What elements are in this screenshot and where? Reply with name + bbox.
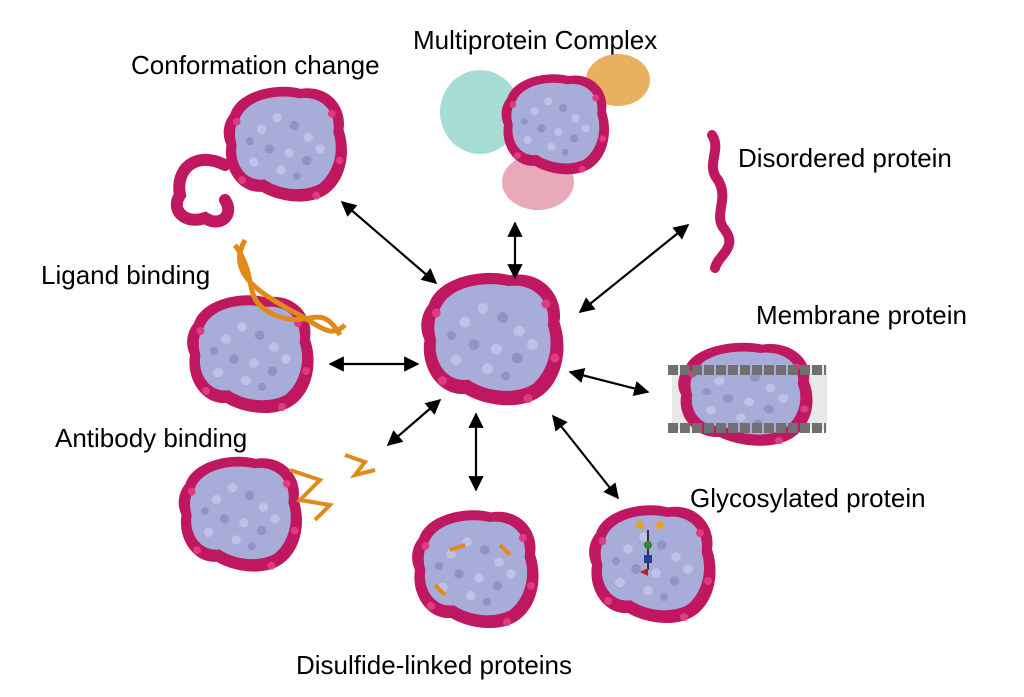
center-protein (421, 272, 564, 406)
disulfide-linked-protein (412, 510, 539, 629)
ligand-binding-protein (187, 238, 347, 414)
label-disulfide-linked-proteins: Disulfide-linked proteins (296, 650, 573, 680)
label-conformation-change: Conformation change (131, 50, 380, 80)
label-multiprotein-complex: Multiprotein Complex (413, 25, 658, 55)
label-disordered-protein: Disordered protein (738, 143, 952, 173)
arrow-glycosylated (552, 414, 619, 500)
disordered-protein (707, 130, 735, 273)
glycosylated-protein (589, 505, 716, 624)
label-membrane-protein: Membrane protein (756, 300, 967, 330)
label-glycosylated-protein: Glycosylated protein (690, 483, 926, 513)
arrow-conformation (340, 200, 438, 285)
multiprotein-complex (440, 54, 650, 210)
conformation-change-protein (170, 86, 347, 228)
arrow-antibody (386, 398, 442, 447)
label-antibody-binding: Antibody binding (55, 423, 248, 453)
antibody-binding-protein (178, 453, 376, 572)
arrow-membrane (568, 367, 650, 397)
label-ligand-binding: Ligand binding (41, 260, 211, 290)
arrow-disordered (578, 224, 690, 313)
arrows (328, 200, 690, 500)
membrane-protein (668, 342, 827, 446)
